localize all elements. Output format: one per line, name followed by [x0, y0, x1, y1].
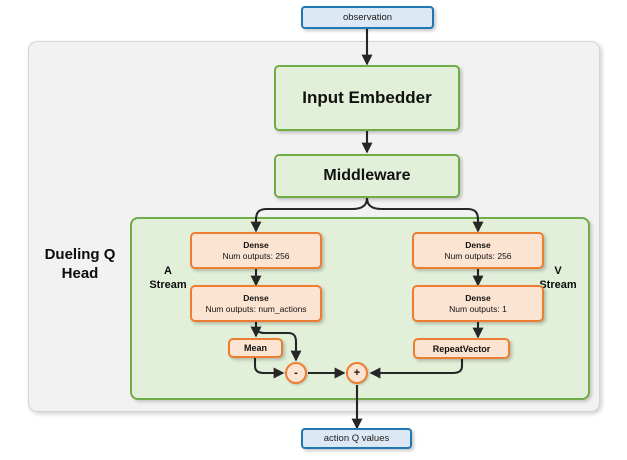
- input-embedder-node[interactable]: Input Embedder: [274, 65, 460, 131]
- action-q-values-label: action Q values: [323, 433, 390, 444]
- observation-node[interactable]: observation: [301, 6, 434, 29]
- mean-label: Mean: [243, 343, 267, 353]
- a-stream-dense-2-name: Dense: [243, 292, 269, 303]
- dueling-q-head-title-line1: Dueling Q: [44, 246, 116, 263]
- a-stream-dense-1-name: Dense: [243, 239, 269, 250]
- a-stream-dense-1-detail: Num outputs: 256: [222, 250, 290, 261]
- add-operator-symbol: +: [353, 366, 361, 379]
- input-embedder-label: Input Embedder: [302, 88, 432, 107]
- v-stream-dense-2-detail: Num outputs: 1: [449, 303, 507, 314]
- v-stream-dense-1-node[interactable]: Dense Num outputs: 256: [412, 232, 544, 269]
- observation-label: observation: [342, 12, 393, 23]
- a-stream-label: A Stream: [140, 265, 196, 293]
- a-stream-dense-2-node[interactable]: Dense Num outputs: num_actions: [190, 285, 322, 322]
- v-stream-label-line1: V: [554, 265, 562, 277]
- dueling-q-head-title: Dueling Q Head: [30, 246, 130, 284]
- action-q-values-node[interactable]: action Q values: [301, 428, 412, 449]
- middleware-node[interactable]: Middleware: [274, 154, 460, 198]
- v-stream-dense-1-detail: Num outputs: 256: [444, 250, 512, 261]
- a-stream-label-line1: A: [164, 265, 172, 277]
- a-stream-label-line2: Stream: [149, 278, 187, 291]
- a-stream-dense-2-detail: Num outputs: num_actions: [205, 303, 307, 314]
- v-stream-dense-2-node[interactable]: Dense Num outputs: 1: [412, 285, 544, 322]
- add-operator-node[interactable]: +: [346, 362, 368, 384]
- middleware-label: Middleware: [323, 167, 411, 184]
- v-stream-dense-2-name: Dense: [465, 292, 491, 303]
- v-stream-label: V Stream: [528, 265, 588, 293]
- repeat-vector-node[interactable]: RepeatVector: [413, 338, 510, 359]
- subtract-operator-node[interactable]: -: [285, 362, 307, 384]
- subtract-operator-symbol: -: [294, 366, 298, 379]
- a-stream-dense-1-node[interactable]: Dense Num outputs: 256: [190, 232, 322, 269]
- dueling-q-head-title-line2: Head: [61, 264, 99, 282]
- v-stream-dense-1-name: Dense: [465, 239, 491, 250]
- mean-node[interactable]: Mean: [228, 338, 283, 358]
- v-stream-label-line2: Stream: [539, 278, 577, 291]
- repeat-vector-label: RepeatVector: [432, 343, 491, 354]
